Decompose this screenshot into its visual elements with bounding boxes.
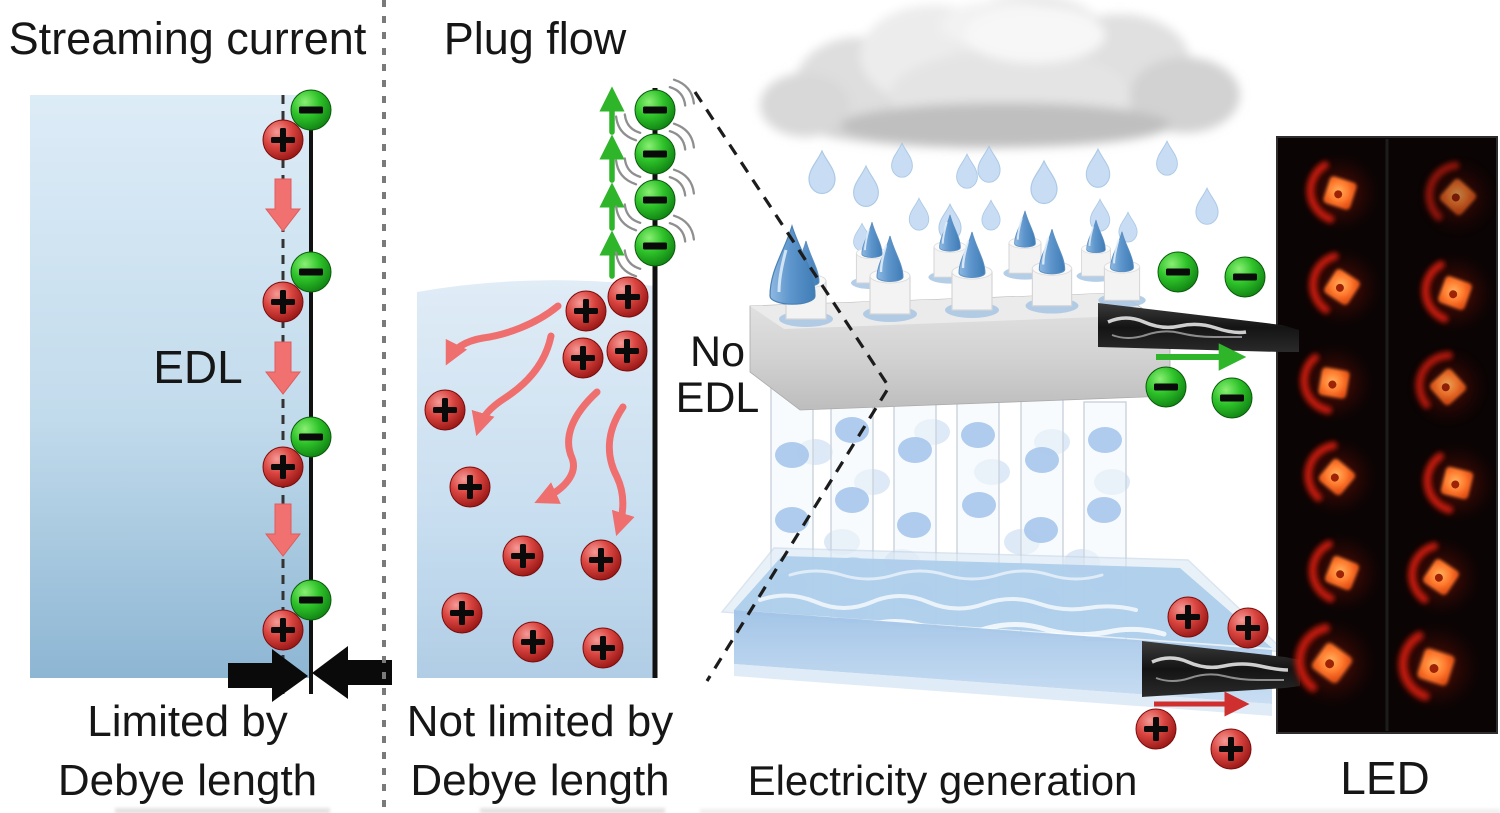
- large-water-spike: [769, 223, 816, 305]
- top-electrode: [1098, 303, 1299, 352]
- basin-front-face: [734, 610, 1272, 704]
- plug-flow-panel: [417, 68, 699, 678]
- plug-caption-line1: Not limited by: [406, 697, 674, 746]
- streaming-current-title: Streaming current: [8, 13, 367, 64]
- no-edl-line2: EDL: [675, 374, 760, 422]
- streaming-current-panel: [30, 89, 392, 702]
- streaming-caption-line2: Debye length: [57, 756, 318, 805]
- debye-length-converging-arrows: [228, 646, 392, 702]
- streaming-caption: Limited by Debye length: [5, 692, 370, 810]
- cropped-bottom-strip: [115, 808, 1500, 813]
- bottom-electrode: [1142, 641, 1300, 697]
- streaming-caption-line1: Limited by: [87, 697, 288, 746]
- no-edl-label: No EDL: [655, 329, 780, 421]
- electron-current-to-led: [1145, 251, 1266, 419]
- bulk-flow-wavy-arrows: [445, 302, 635, 537]
- rain-cloud: [760, 0, 1240, 148]
- droplet-spike-array: [769, 209, 1147, 329]
- led-caption: LED: [1340, 752, 1430, 804]
- plug-caption-line2: Debye length: [410, 756, 670, 805]
- cation-current-to-led: [1135, 596, 1269, 770]
- electricity-generation-caption: Electricity generation: [747, 757, 1138, 804]
- plug-flow-caption: Not limited by Debye length: [375, 692, 705, 810]
- edl-label: EDL: [153, 341, 243, 393]
- water-channel-1: [30, 95, 311, 678]
- no-edl-line1: No: [690, 328, 745, 376]
- collection-basin: [720, 547, 1288, 716]
- plug-flow-title: Plug flow: [443, 13, 627, 64]
